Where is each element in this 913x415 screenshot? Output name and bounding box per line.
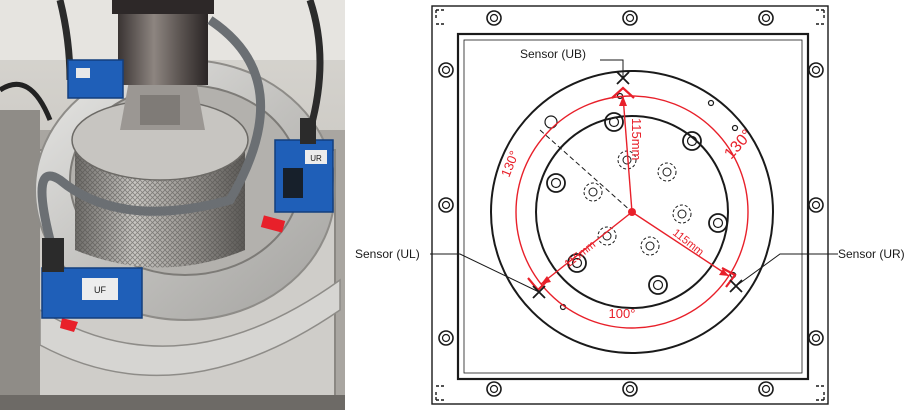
angle-left: 130° <box>498 149 522 180</box>
sensor-ul-label: Sensor (UL) <box>355 247 420 261</box>
hole-2 <box>682 131 702 151</box>
spindle-collar <box>112 0 214 14</box>
bolt-bottom-2 <box>622 381 638 397</box>
sensor-ub-body <box>67 59 124 99</box>
arrow-left <box>541 276 551 284</box>
center-point <box>628 208 636 216</box>
bolt-left-2 <box>438 197 454 213</box>
sensor-layout-drawing: 115mm 115mm 115mm 130° 130° 100° Sensor … <box>345 0 913 410</box>
sensor-uf-tag: UF <box>94 285 106 295</box>
corner-notch-bl <box>435 385 446 401</box>
outer-frame <box>431 5 829 405</box>
bolt-right-1 <box>808 62 824 78</box>
hole-6 <box>648 275 668 295</box>
frame-bolts <box>438 10 824 397</box>
leader-ub <box>600 59 624 78</box>
sensor-labels: Sensor (UB) Sensor (UL) Sensor (UR) <box>355 47 905 261</box>
bolt-right-3 <box>808 330 824 346</box>
arrow-top <box>619 96 627 106</box>
cable-uf <box>37 16 266 242</box>
tick-top <box>611 86 635 99</box>
spindle-shaft <box>118 0 208 85</box>
corner-notch-tl <box>435 9 446 25</box>
dim-radius-top: 115mm <box>629 118 644 160</box>
bolt-top-1 <box>486 10 502 26</box>
sensor-layout-drawing-svg: 115mm 115mm 115mm 130° 130° 100° Sensor … <box>355 5 905 405</box>
sensor-ub-label: Sensor (UB) <box>520 47 586 61</box>
leader-ul <box>430 253 540 293</box>
cable-left <box>0 81 53 121</box>
dashed-hole-2 <box>657 162 677 182</box>
bolt-top-3 <box>758 10 774 26</box>
bolt-bottom-3 <box>758 381 774 397</box>
radius-line-right <box>631 211 730 277</box>
dim-radius-right: 115mm <box>670 227 706 259</box>
hole-4 <box>708 213 728 233</box>
sensor-uf-tag-bg <box>82 278 118 300</box>
inner-plate <box>456 32 810 381</box>
bolt-left-3 <box>438 330 454 346</box>
sensor-uf-connector <box>42 238 64 272</box>
bolt-bottom-1 <box>486 381 502 397</box>
corner-notch-br <box>814 385 825 401</box>
dashed-hole-3 <box>583 182 603 202</box>
arrowheads <box>541 96 729 284</box>
sensor-ur-label: Sensor (UR) <box>838 247 905 261</box>
small-hole-1 <box>544 115 558 129</box>
left-frame <box>0 110 40 410</box>
test-rig-photo: UR UF <box>0 0 345 410</box>
ring-front-lip <box>39 278 341 377</box>
inner-ring-outline <box>535 115 729 309</box>
leader-lines <box>430 59 838 293</box>
sensor-ub-tag <box>76 68 90 78</box>
bolt-right-2 <box>808 197 824 213</box>
test-rig-photo-svg: UR UF <box>0 0 345 410</box>
radius-line-left <box>540 211 633 285</box>
sensor-ur-tag-bg <box>305 150 327 164</box>
sensor-ur-connector <box>300 118 316 144</box>
cable-ur <box>306 0 324 131</box>
reference-diagonal <box>539 129 633 213</box>
bolt-top-2 <box>622 10 638 26</box>
photo-bottom-shadow <box>0 395 345 410</box>
corner-notch-tr <box>814 9 825 25</box>
angle-bottom: 100° <box>609 306 636 321</box>
spindle-nut <box>140 95 180 125</box>
hole-3 <box>546 173 566 193</box>
hole-1 <box>604 112 624 132</box>
arrow-right <box>719 269 729 276</box>
bolt-left-1 <box>438 62 454 78</box>
leader-ur <box>735 253 838 287</box>
tick-right <box>721 267 737 288</box>
radius-line-top <box>622 95 633 213</box>
outer-ring-outline <box>490 70 774 354</box>
sensor-ur-lens <box>283 168 303 198</box>
angle-right: 130° <box>721 127 756 163</box>
inner-plate-edge <box>463 39 803 374</box>
red-marker-right <box>260 215 286 233</box>
dashed-hole-6 <box>640 236 660 256</box>
dashed-holes <box>583 150 692 256</box>
sensor-ur-tag: UR <box>310 154 322 163</box>
red-marker-front <box>60 318 78 332</box>
small-hole-2 <box>707 99 715 107</box>
small-hole-3 <box>731 124 739 132</box>
dashed-hole-4 <box>672 204 692 224</box>
